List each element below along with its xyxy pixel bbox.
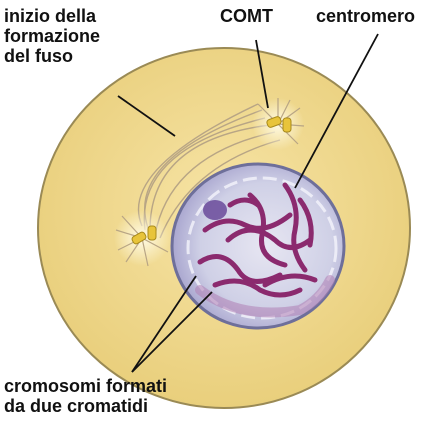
- chromosomes-label-line: cromosomi formati: [4, 376, 167, 396]
- nucleus: [172, 164, 344, 328]
- spindle-formation-label: inizio della formazione del fuso: [4, 6, 100, 66]
- comt-label: COMT: [220, 6, 273, 26]
- spindle-label-line: del fuso: [4, 46, 100, 66]
- centrosome-top: [252, 98, 304, 150]
- chromosomes-label-line: da due cromatidi: [4, 396, 167, 416]
- spindle-label-line: inizio della: [4, 6, 100, 26]
- centrosome-left: [114, 210, 170, 266]
- chromosomes-label: cromosomi formati da due cromatidi: [4, 376, 167, 416]
- centromere-label: centromero: [316, 6, 415, 26]
- centriole: [283, 118, 291, 132]
- nucleolus: [203, 200, 227, 220]
- spindle-label-line: formazione: [4, 26, 100, 46]
- centriole: [148, 226, 156, 240]
